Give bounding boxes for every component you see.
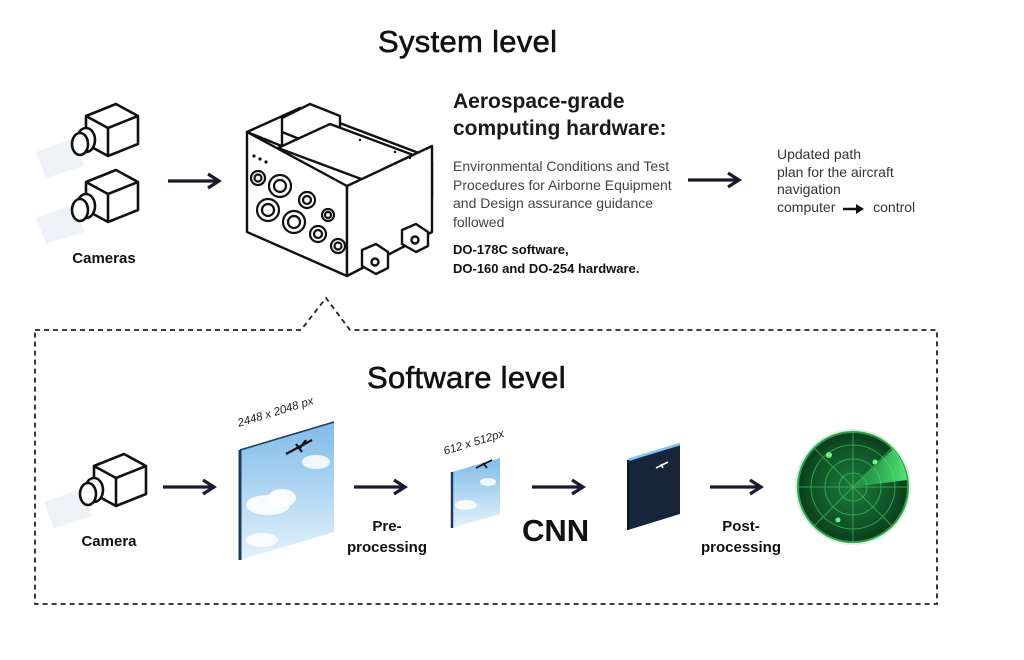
output-line-4-computer: computer [777,198,836,215]
radar-icon [795,429,911,545]
postprocessing-label: Post- processing [694,516,788,558]
camera-icon-software [42,452,148,530]
postprocessing-label-line-2: processing [700,539,782,556]
postprocessing-label-line-1: Post- [722,518,760,535]
camera-label: Camera [81,533,137,550]
arrow-right-icon [530,478,585,496]
certification-text: DO-178C software, DO-160 and DO-254 hard… [453,240,703,278]
preprocessing-label-line-2: processing [346,539,428,556]
sky-image-icon-full [238,421,335,560]
arrow-right-icon [166,172,221,190]
preprocessing-label-line-1: Pre- [372,518,402,535]
hardware-description: Environmental Conditions and Test Proced… [453,158,672,230]
arrow-right-icon-small [843,204,864,214]
output-line-2: plan for the aircraft [777,163,894,180]
output-line-4: computer control [777,199,937,217]
output-line-1: Updated path [777,146,862,162]
avionics-computer-icon [245,102,434,278]
vent-dots-icon [252,138,412,164]
output-line-4-control: control [873,198,916,215]
certification-line-2: DO-160 and DO-254 hardware. [453,261,640,276]
arrow-right-icon [352,478,407,496]
camera-icon-bottom [34,168,140,246]
software-level-title: Software level [367,360,566,396]
arrow-right-icon [161,478,216,496]
software-level-frame [34,296,938,605]
feature-map-icon [627,442,681,530]
cameras-label: Cameras [72,250,136,267]
output-line-3: navigation [777,181,841,197]
certification-line-1: DO-178C software, [453,242,569,257]
sky-image-icon-reduced [450,458,500,528]
arrow-right-icon [708,478,763,496]
arrow-right-icon [686,171,741,189]
cnn-label: CNN [522,513,590,548]
camera-icon-top [34,102,140,180]
preprocessing-label: Pre- processing [342,516,432,558]
system-level-title: System level [378,24,558,60]
hardware-heading: Aerospace-grade computing hardware: [453,90,667,140]
output-description: Updated path plan for the aircraft navig… [777,146,937,216]
